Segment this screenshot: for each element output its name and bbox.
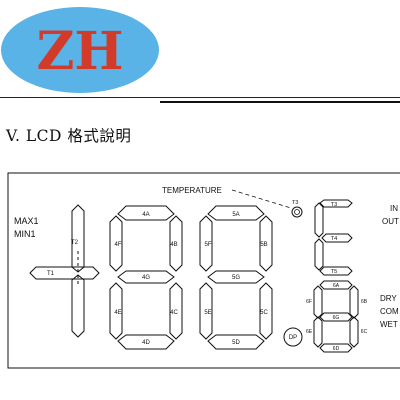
segment-unit-left-lower (314, 238, 324, 271)
segment-unit-left-upper (314, 202, 324, 238)
digit6-group (313, 280, 359, 353)
segment-5d (207, 334, 265, 350)
segment-5e (199, 282, 213, 340)
zh-logo: ZH (1, 7, 159, 93)
label-6f: 6F (306, 299, 312, 305)
label-dry: DRY (380, 294, 397, 303)
label-t4: T4 (331, 236, 337, 242)
label-4f: 4F (114, 242, 121, 248)
label-com: COM (380, 307, 399, 316)
section-title: V. LCD 格式說明 (6, 127, 132, 145)
label-6d: 6D (333, 346, 340, 352)
label-6b: 6B (361, 299, 368, 305)
segment-4b (169, 215, 183, 272)
label-4a: 4A (142, 212, 149, 218)
label-4c: 4C (170, 310, 178, 316)
label-wet: WET (380, 320, 398, 329)
label-4b: 4B (170, 242, 177, 248)
segment-5f (199, 215, 213, 272)
header-rule-thin (0, 97, 400, 98)
label-t3: T3 (331, 202, 337, 208)
label-in: IN (390, 204, 398, 213)
label-5g: 5G (232, 275, 240, 281)
temperature-icon-outer (291, 206, 303, 218)
label-dp: DP (289, 335, 297, 341)
label-min1: MIN1 (14, 229, 36, 239)
segment-t3 (319, 199, 353, 208)
segment-6a (319, 280, 353, 290)
label-5b: 5B (260, 242, 267, 248)
logo-text: ZH (36, 21, 123, 82)
segment-4a (117, 205, 175, 221)
segment-5a (207, 205, 265, 221)
label-5a: 5A (232, 212, 239, 218)
segment-5c (259, 282, 273, 340)
segment-5g (207, 270, 265, 284)
segment-t1 (29, 266, 100, 280)
segment-t2-lower (71, 274, 85, 338)
label-out: OUT (382, 217, 399, 226)
label-5f: 5F (204, 242, 211, 248)
label-6a: 6A (333, 283, 340, 289)
lcd-frame (7, 172, 400, 369)
segment-5b (259, 215, 273, 272)
segment-4c (169, 282, 183, 340)
temperature-leader-line (231, 189, 292, 209)
segment-t5 (319, 266, 353, 276)
label-5e: 5E (204, 310, 211, 316)
segment-4f (109, 215, 123, 272)
segment-6g (319, 312, 353, 322)
digit1-group (29, 204, 100, 338)
segment-6c (349, 316, 359, 348)
label-t5: T5 (331, 269, 337, 275)
header-rule-thick (160, 101, 400, 103)
label-6e: 6E (306, 329, 313, 335)
label-t3-icon: T3 (292, 200, 298, 206)
digit5-group (199, 205, 273, 350)
label-t1: T1 (47, 271, 55, 277)
segment-6e (313, 316, 323, 348)
lcd-layout-diagram: MAX1 MIN1 T2 T1 4A 4F 4B 4G 4E 4C 4D (7, 172, 400, 369)
label-5d: 5D (232, 340, 240, 346)
segment-6b (349, 285, 359, 319)
segment-6d (319, 343, 353, 353)
temperature-icon-inner (294, 209, 300, 215)
label-6c: 6C (361, 329, 368, 335)
unit-symbol-group (314, 199, 353, 276)
segment-t2-upper (71, 204, 85, 273)
logo-ellipse (1, 7, 159, 93)
segment-t4 (321, 233, 353, 243)
label-5c: 5C (260, 310, 268, 316)
label-4g: 4G (142, 275, 150, 281)
segment-4d (117, 334, 175, 350)
label-max1: MAX1 (14, 216, 39, 226)
segment-4e (109, 282, 123, 340)
label-6g: 6G (333, 315, 340, 321)
label-temperature: TEMPERATURE (162, 186, 222, 195)
label-4e: 4E (114, 310, 121, 316)
label-t2: T2 (71, 240, 79, 246)
label-4d: 4D (142, 340, 150, 346)
segment-4g (117, 270, 175, 284)
digit4-group (109, 205, 183, 350)
decimal-point-segment (283, 327, 303, 347)
segment-6f (313, 285, 323, 319)
